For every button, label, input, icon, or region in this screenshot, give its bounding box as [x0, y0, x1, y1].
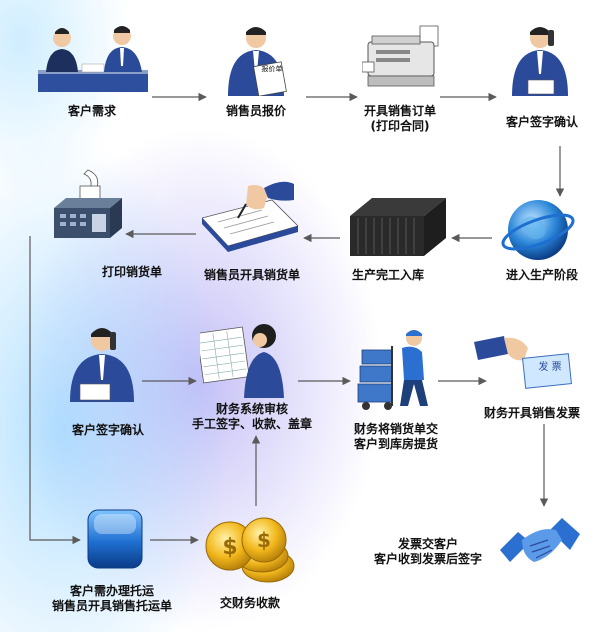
fax-machine-icon: [54, 169, 122, 238]
label-invoice-signed: 客户收到发票后签字: [373, 552, 483, 566]
quote-sheet-label: 报价单: [261, 65, 283, 73]
customer-sign-phone-icon: [70, 328, 134, 402]
label-finance-review-detail: 手工签字、收款、盖章: [191, 417, 313, 431]
finance-review-icon: [200, 324, 284, 398]
svg-text:$: $: [257, 528, 271, 552]
customer-phone-icon: [512, 27, 568, 96]
gold-coins-icon: $ $: [205, 517, 295, 583]
container-icon: [350, 198, 446, 256]
invoice-hand-icon: [474, 336, 572, 389]
label-pay-finance: 交财务收款: [219, 596, 281, 610]
label-sales-delivery-note: 销售员开具销货单: [203, 268, 301, 282]
consignment-tile-icon: [87, 509, 143, 569]
arrow-8-14: [29, 236, 81, 545]
printer-icon: [362, 25, 439, 87]
business-meeting-icon: [38, 26, 148, 92]
handshake-icon: [500, 518, 580, 562]
svg-text:$: $: [222, 535, 237, 560]
label-customer-confirm-top: 客户签字确认: [505, 115, 579, 129]
salesperson-quote-icon: [228, 27, 287, 96]
label-customer-demand: 客户需求: [67, 104, 117, 118]
label-customer-confirm-left: 客户签字确认: [71, 423, 145, 437]
label-print-delivery-note: 打印销货单: [101, 265, 163, 279]
label-production-warehouse: 生产完工入库: [351, 268, 425, 282]
label-finance-review: 财务系统审核: [215, 402, 289, 416]
label-sales-order-note: (打印合同): [370, 119, 430, 133]
label-consignment-note: 销售员开具销售托运单: [51, 599, 173, 613]
label-enter-production: 进入生产阶段: [505, 268, 579, 282]
hand-signing-icon: [202, 181, 298, 252]
label-pickup: 财务将销货单交: [353, 422, 439, 436]
label-sales-order: 开具销售订单: [363, 104, 437, 118]
label-issue-invoice: 财务开具销售发票: [483, 406, 581, 420]
globe-icon: [501, 200, 575, 260]
delivery-worker-icon: [357, 330, 428, 410]
label-salesperson-quote: 销售员报价: [225, 104, 287, 118]
label-pickup-detail: 客户到库房提货: [353, 437, 439, 451]
label-invoice-to-customer: 发票交客户: [397, 537, 459, 551]
label-consignment: 客户需办理托运: [69, 584, 155, 598]
invoice-sheet-label: 发 票: [538, 362, 562, 373]
